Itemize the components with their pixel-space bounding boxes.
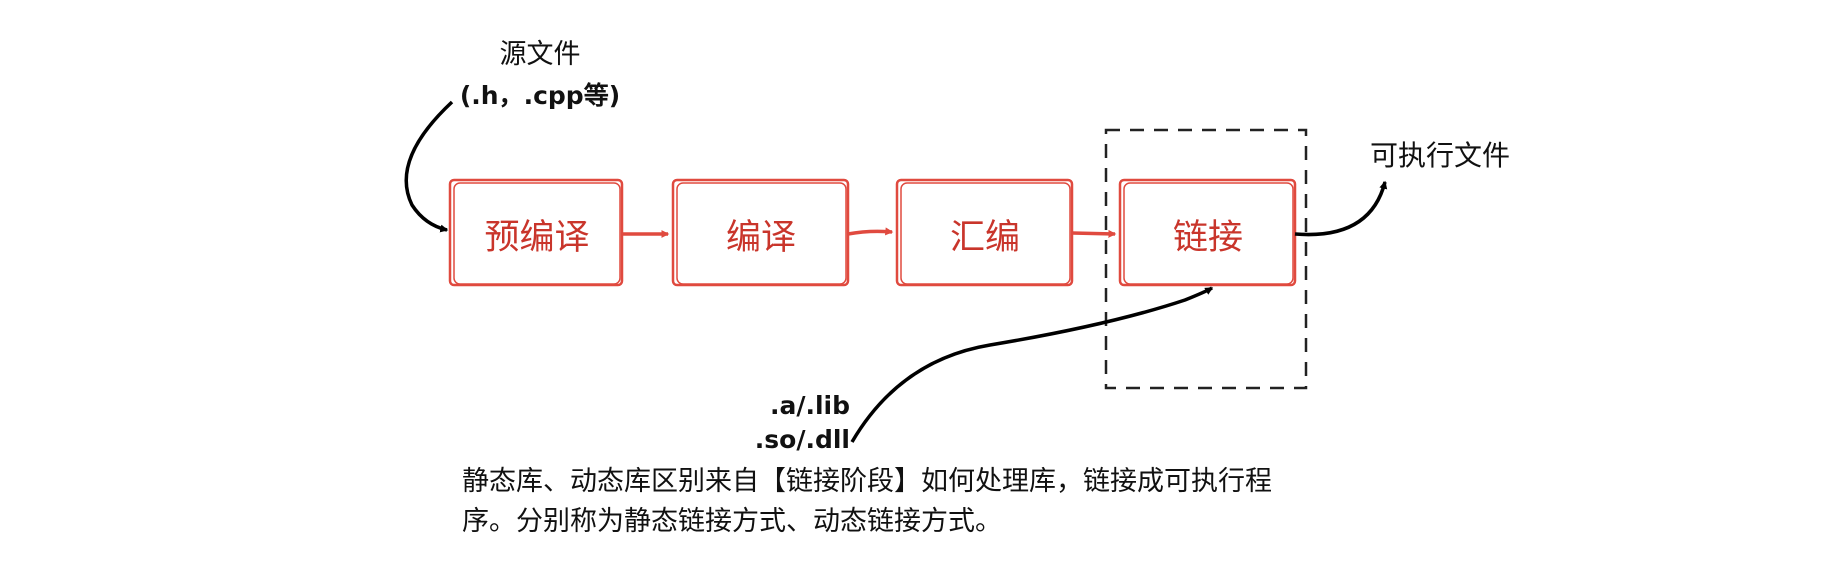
stage-box-link (1118, 178, 1297, 287)
arrow-link-to-executable (1294, 180, 1388, 237)
arrow-libraries-to-link (850, 286, 1214, 443)
explanation-note: 静态库、动态库区别来自【链接阶段】如何处理库，链接成可执行程 序。分别称为静态链… (462, 462, 1362, 542)
stage-label-link: 链接 (1172, 218, 1243, 258)
explanation-note-line1: 静态库、动态库区别来自【链接阶段】如何处理库，链接成可执行程 (462, 466, 1272, 497)
arrow-assemble-to-link (1071, 229, 1117, 238)
stage-label-preprocess: 预编译 (484, 218, 590, 258)
arrow-compile-to-assemble (847, 227, 894, 236)
explanation-note-line2: 序。分别称为静态链接方式、动态链接方式。 (462, 506, 1002, 537)
source-file-label: 源文件 (499, 39, 581, 70)
stage-box-assemble (895, 178, 1074, 287)
source-file-extensions: (.h，.cpp等) (459, 81, 621, 110)
link-stage-highlight-frame (1104, 128, 1308, 390)
stage-label-compile: 编译 (725, 218, 796, 258)
dynamic-library-label: .so/.dll (754, 425, 850, 454)
arrow-source-to-preprocess (404, 100, 454, 233)
static-library-label: .a/.lib (769, 391, 850, 420)
executable-label: 可执行文件 (1369, 139, 1510, 172)
stage-label-assemble: 汇编 (949, 218, 1020, 258)
